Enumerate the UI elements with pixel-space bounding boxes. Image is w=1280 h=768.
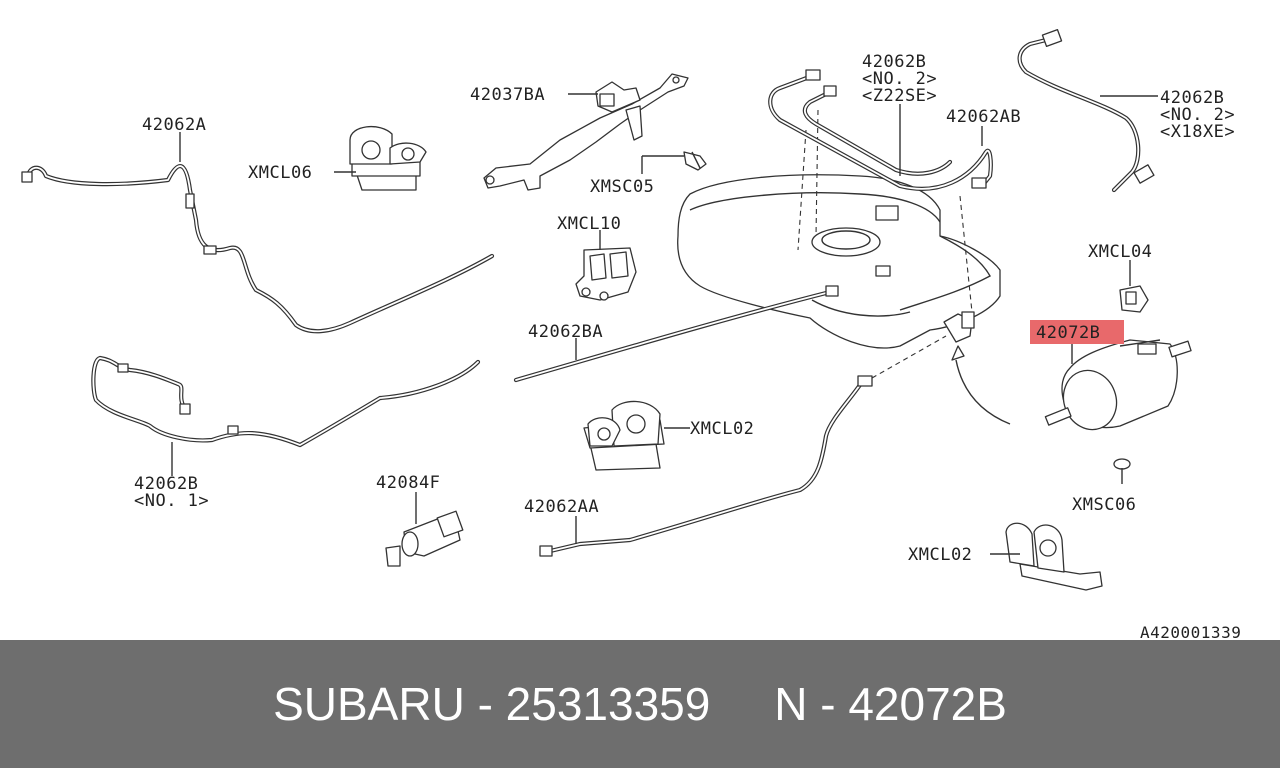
highlight-42072b (1030, 320, 1124, 344)
screw-xmsc06 (1113, 458, 1131, 484)
fuel-line-42062aa (539, 375, 873, 557)
fuel-line-42062b-no1 (91, 355, 481, 448)
footer-banner: SUBARU - 25313359 N - 42072B (0, 640, 1280, 768)
callout-xmsc06: XMSC06 (1072, 495, 1136, 515)
callout-42062aa: 42062AA (524, 497, 599, 517)
fuel-line-42062ba (513, 285, 839, 383)
callout-xmcl06: XMCL06 (248, 163, 312, 183)
fuel-line-42062a (21, 164, 495, 334)
clip-xmcl10 (575, 247, 637, 301)
callout-42062b-z22se-part: 42062B (862, 52, 926, 72)
clip-xmcl02-center (583, 400, 665, 471)
clip-xmcl04 (1119, 285, 1149, 313)
footer-caption: SUBARU - 25313359 N - 42072B (273, 678, 1007, 730)
callout-xmcl10: XMCL10 (557, 214, 621, 234)
bracket-42037ba (483, 73, 689, 191)
callout-42062b-no1-part: 42062B (134, 474, 198, 494)
callout-xmcl02-center: XMCL02 (690, 419, 754, 439)
clip-xmcl06 (349, 126, 427, 191)
screw-xmsc05 (683, 151, 707, 171)
callout-xmsc05: XMSC05 (590, 177, 654, 197)
fuel-filter-42072b (1044, 339, 1192, 431)
parts-diagram: 42062A 42062B <NO. 1> XMCL06 42037BA XMS (21, 28, 1241, 640)
fuel-tank (677, 109, 1001, 349)
callout-42062b-z22se-engine: <Z22SE> (862, 86, 937, 106)
callout-42037ba: 42037BA (470, 85, 545, 105)
fuel-line-42062b-z22se (768, 69, 993, 191)
callout-42062ba: 42062BA (528, 322, 603, 342)
callout-42062b-x18xe-engine: <X18XE> (1160, 122, 1235, 142)
callout-42072b: 42072B (1036, 323, 1100, 343)
callout-42062a: 42062A (142, 115, 206, 135)
sensor-42084f (385, 510, 464, 567)
reference-code: A420001339 (1140, 623, 1241, 640)
clip-xmcl02-bottom (1005, 522, 1103, 591)
fuel-line-42062b-x18xe (1017, 28, 1155, 193)
callout-42062b-z22se-variant: <NO. 2> (862, 69, 937, 89)
callout-42062b-x18xe-variant: <NO. 2> (1160, 105, 1235, 125)
callout-42084f: 42084F (376, 473, 440, 493)
callout-xmcl04: XMCL04 (1088, 242, 1152, 262)
callout-42062b-no1-variant: <NO. 1> (134, 491, 209, 511)
callout-xmcl02-bottom: XMCL02 (908, 545, 972, 565)
callout-42062ab: 42062AB (946, 107, 1021, 127)
connector-42062ab (943, 311, 975, 343)
callout-42062b-x18xe-part: 42062B (1160, 88, 1224, 108)
